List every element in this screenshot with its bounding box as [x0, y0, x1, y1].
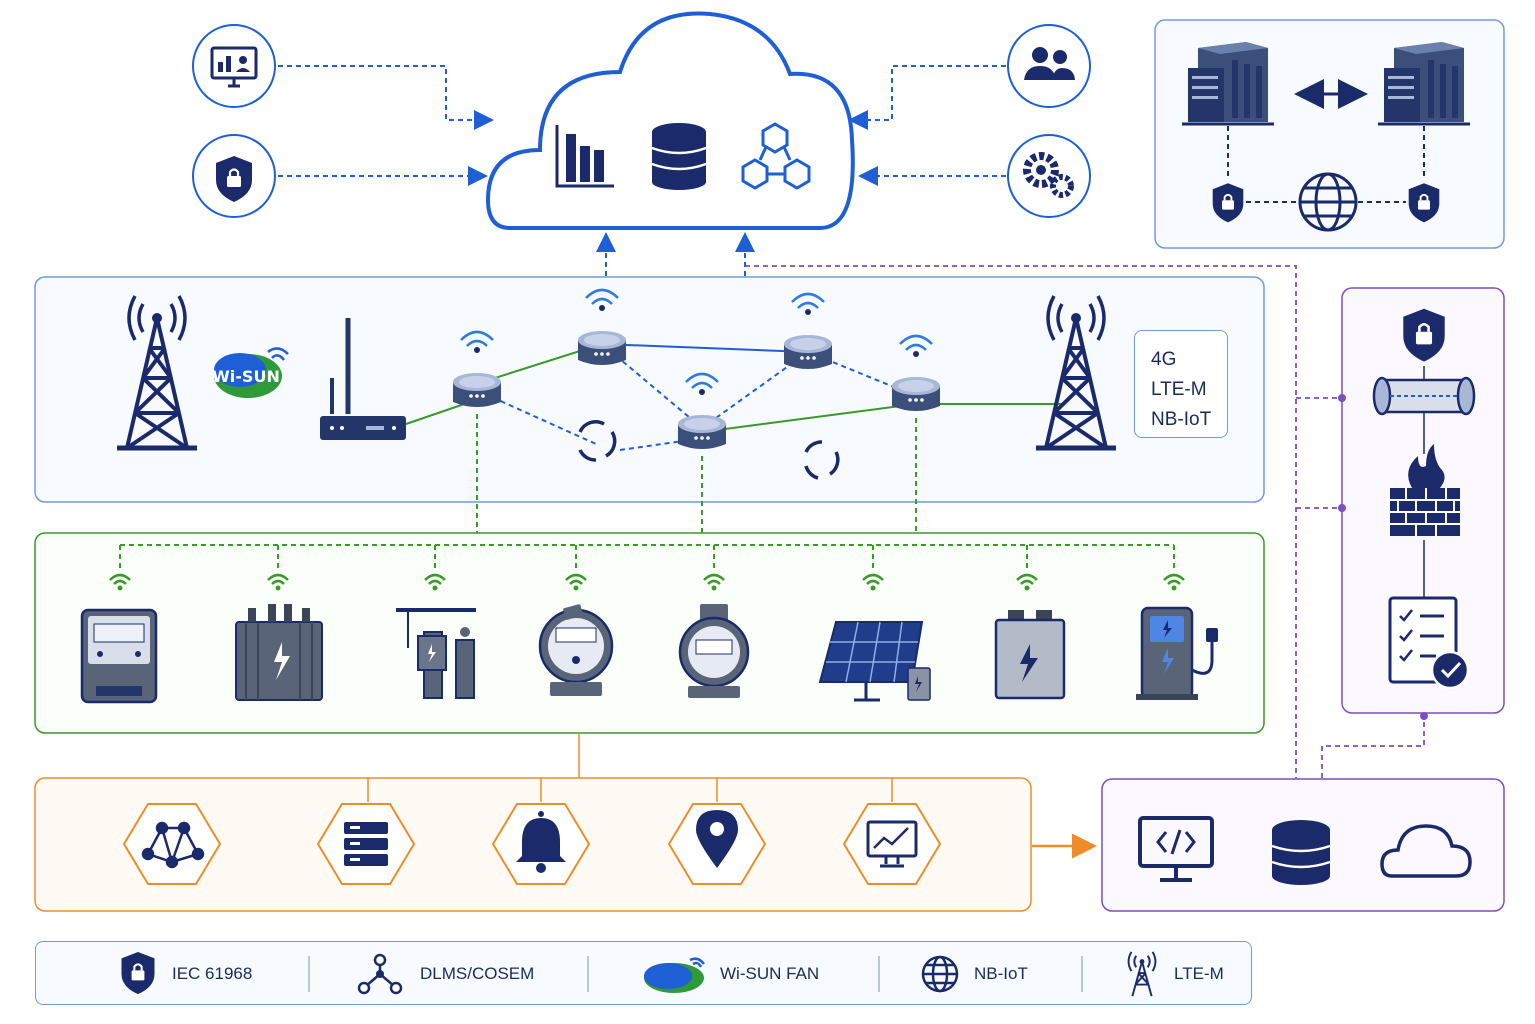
tower-icon	[1127, 951, 1157, 997]
svg-text:Wi-SUN: Wi-SUN	[212, 367, 280, 386]
firewall-icon	[1390, 444, 1460, 536]
topology-service-icon	[123, 803, 221, 885]
legend-label-nbiot: NB-IoT	[974, 964, 1028, 983]
users-group-icon	[1007, 24, 1091, 108]
compliance-checklist-icon	[1388, 596, 1470, 690]
smart-meter-icon	[80, 608, 158, 704]
cloud-outline-icon	[1380, 824, 1472, 878]
legend-label-dlms: DLMS/COSEM	[420, 964, 535, 983]
database-icon	[651, 123, 707, 190]
globe-icon	[1298, 172, 1358, 232]
alarm-bell-service-icon	[492, 803, 590, 885]
water-meter-icon	[678, 604, 750, 698]
hexagon-network-icon	[741, 122, 811, 190]
app-database-icon	[1271, 820, 1331, 885]
vpn-tunnel-icon	[1372, 376, 1476, 416]
gas-meter-icon	[538, 604, 614, 696]
legend-item-nbiot: NB-IoT	[920, 942, 1028, 1006]
wisun-badge: Wi-SUN	[212, 347, 289, 398]
pole-transformer-icon	[396, 608, 476, 699]
legend-item-wisun: Wi-SUN FAN	[640, 942, 819, 1006]
security-shield-icon	[192, 134, 276, 218]
mesh-network-panel	[34, 276, 1265, 503]
network-tech-ltem: LTE-M	[1151, 379, 1207, 400]
server-stack-service-icon	[317, 803, 415, 885]
standards-legend: IEC 61968 DLMS/COSEM Wi-SUN FAN NB	[35, 941, 1252, 1005]
battery-storage-icon	[994, 610, 1066, 700]
legend-label-wisun: Wi-SUN FAN	[720, 964, 820, 983]
devices-panel	[34, 532, 1265, 734]
molecule-icon	[357, 953, 403, 995]
gateway-router-icon	[320, 318, 406, 440]
legend-item-dlms: DLMS/COSEM	[354, 942, 534, 1006]
settings-gears-icon	[1007, 134, 1091, 218]
legend-item-ltem: LTE-M	[1124, 942, 1224, 1006]
sync-cycle-icon-1	[578, 420, 617, 462]
solar-panel-icon	[818, 621, 931, 702]
analytics-chart-icon	[555, 125, 614, 188]
cloud-platform	[485, 11, 855, 230]
wisun-logo-icon	[644, 957, 705, 993]
globe-icon	[921, 955, 959, 993]
network-tech-4g: 4G	[1151, 349, 1177, 370]
shield-lock-icon	[121, 952, 155, 995]
sync-cycle-icon-2	[804, 440, 840, 480]
legend-label-iec: IEC 61968	[172, 964, 253, 983]
network-tech-nbiot: NB-IoT	[1151, 409, 1212, 430]
location-pin-service-icon	[668, 803, 766, 885]
network-technology-list: 4G LTE-M NB-IoT	[1134, 330, 1228, 438]
transformer-icon	[235, 604, 323, 701]
code-monitor-icon	[1138, 816, 1214, 882]
ev-charger-icon	[1136, 606, 1218, 700]
dashboard-monitor-icon	[192, 24, 276, 108]
legend-label-ltem: LTE-M	[1174, 964, 1224, 983]
legend-item-iec: IEC 61968	[118, 942, 252, 1006]
monitoring-service-icon	[843, 803, 941, 885]
